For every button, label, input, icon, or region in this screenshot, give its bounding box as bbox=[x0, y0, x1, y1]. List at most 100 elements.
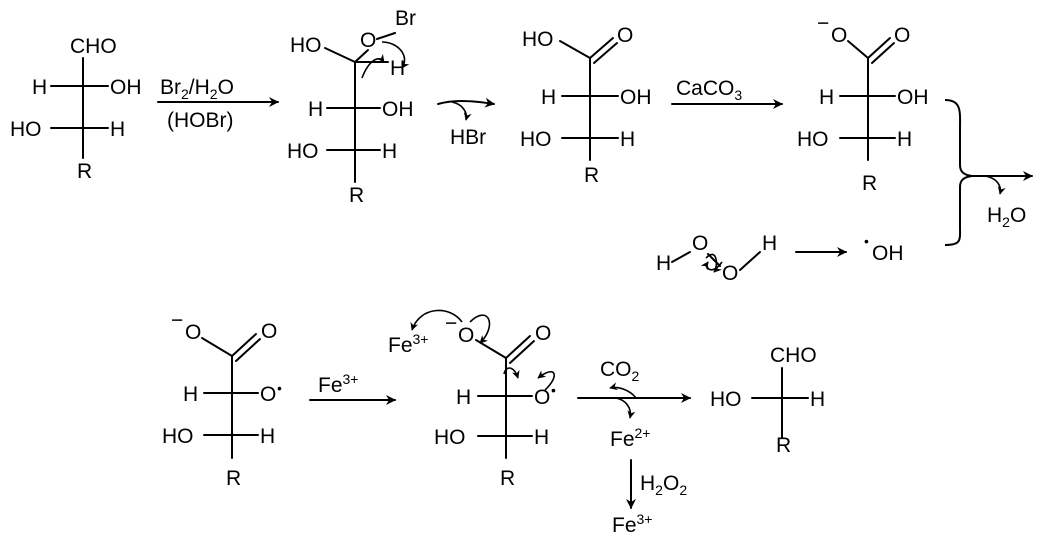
bond-c-o bbox=[589, 37, 614, 59]
hydroxyl-radical-label: OH bbox=[872, 242, 904, 265]
starting-aldose: CHO H OH HO H R bbox=[10, 35, 142, 183]
r-label: R bbox=[500, 467, 515, 490]
bond-o-c bbox=[847, 40, 869, 59]
oh-label: OH bbox=[110, 76, 142, 99]
cho-label: CHO bbox=[70, 35, 117, 58]
h-label-2: H bbox=[620, 128, 635, 151]
curly-arrow bbox=[361, 53, 385, 79]
arrow-bromine-water: Br2/H2O (HOBr) bbox=[157, 76, 279, 132]
h-label-2: H bbox=[260, 425, 275, 448]
h-label-3: H bbox=[382, 140, 397, 163]
h-label: H bbox=[390, 57, 405, 80]
iron-complex-radical: Fe3+ − O O H O • HO H R bbox=[388, 309, 556, 490]
curly-arrow-4 bbox=[537, 370, 555, 391]
minus-sign: − bbox=[817, 12, 829, 35]
co2-label: CO2 bbox=[600, 358, 640, 384]
curly-arrow-3 bbox=[503, 367, 520, 379]
radical-dot: • bbox=[551, 382, 556, 398]
h-label-2: H bbox=[897, 128, 912, 151]
decarboxylation-arrow: CO2 Fe2+ H2O2 Fe3+ bbox=[577, 358, 691, 537]
oh-label: OH bbox=[897, 86, 929, 109]
curly-arrow-2 bbox=[700, 261, 723, 271]
ho-label-2: HO bbox=[520, 128, 552, 151]
bond-c-o bbox=[867, 37, 891, 59]
r-label: R bbox=[776, 434, 791, 457]
h-label: H bbox=[183, 383, 198, 406]
bond-c-o-double bbox=[235, 338, 261, 362]
h2o2-label: H2O2 bbox=[640, 472, 687, 498]
ho-label: HO bbox=[522, 28, 554, 51]
curly-arrow-2 bbox=[381, 41, 410, 69]
br-label: Br bbox=[395, 7, 416, 30]
curly-arrow bbox=[451, 101, 472, 121]
o-label: O bbox=[617, 24, 633, 47]
h-label: H bbox=[541, 86, 556, 109]
bond-c-o-double bbox=[593, 42, 618, 64]
alkoxyl-radical: − O O H O • HO H R bbox=[162, 309, 282, 490]
combine-bracket: H2O bbox=[944, 99, 1033, 246]
curly-arrow bbox=[705, 253, 722, 273]
hbr-label: HBr bbox=[450, 126, 486, 149]
o-label-2: O bbox=[535, 322, 551, 345]
bracket bbox=[944, 99, 973, 246]
shortened-aldose: CHO HO H R bbox=[710, 344, 825, 457]
ho-label: HO bbox=[797, 128, 829, 151]
peroxide-homolysis: H O O H • OH bbox=[656, 232, 904, 285]
o-label: O bbox=[831, 24, 847, 47]
oh-label: OH bbox=[382, 98, 414, 121]
o-label-2: O bbox=[261, 320, 277, 343]
o-label: O bbox=[360, 29, 376, 52]
o-radical-label: O bbox=[260, 383, 276, 406]
r-label: R bbox=[584, 164, 599, 187]
bond-o-br bbox=[376, 32, 396, 40]
o-label: O bbox=[185, 321, 201, 344]
bond-o-c bbox=[475, 339, 507, 359]
ho-label: HO bbox=[434, 426, 466, 449]
curly-arrow-2 bbox=[469, 314, 491, 344]
ho-label-2: HO bbox=[287, 140, 319, 163]
o-label: O bbox=[458, 324, 474, 347]
oh-label: OH bbox=[620, 86, 652, 109]
o-label: O bbox=[692, 232, 708, 255]
h-label-2: H bbox=[110, 118, 125, 141]
h-label: H bbox=[819, 86, 834, 109]
h-label-2: H bbox=[534, 426, 549, 449]
arrow-calcium-carbonate: CaCO3 bbox=[671, 77, 783, 109]
bond-c-o bbox=[231, 333, 257, 357]
curly-arrow bbox=[410, 309, 463, 331]
bond-c-o-double bbox=[871, 42, 895, 64]
ho-label: HO bbox=[10, 118, 42, 141]
bond-h-o bbox=[671, 251, 691, 263]
r-label: R bbox=[226, 467, 241, 490]
cho-label: CHO bbox=[770, 344, 817, 367]
bond-c-o-double bbox=[509, 340, 535, 364]
ho-label: HO bbox=[162, 425, 194, 448]
minus-sign: − bbox=[171, 309, 183, 332]
o-radical-label: O bbox=[534, 386, 550, 409]
aldonate-anion: − O O H OH HO H R bbox=[797, 12, 929, 195]
reagent-label: Fe3+ bbox=[318, 371, 358, 397]
bond-c-o bbox=[505, 335, 531, 359]
h-label: H bbox=[810, 388, 825, 411]
aldonic-acid: HO O H OH HO H R bbox=[520, 24, 652, 187]
radical-dot: • bbox=[864, 233, 869, 249]
bond-c-o bbox=[354, 49, 369, 63]
radical-dot: • bbox=[277, 380, 282, 396]
arrow-iron-iii: Fe3+ bbox=[309, 371, 396, 405]
h-label-2: H bbox=[762, 232, 777, 255]
hbr-elimination: HBr bbox=[437, 97, 495, 149]
water-label: H2O bbox=[987, 204, 1026, 230]
bond-o-c bbox=[201, 337, 233, 357]
h-label: H bbox=[456, 386, 471, 409]
o-label-2: O bbox=[722, 262, 738, 285]
fe2-label: Fe2+ bbox=[610, 425, 650, 451]
bond-ho bbox=[324, 47, 356, 63]
bond-o-o bbox=[707, 253, 721, 267]
reagent-label: CaCO3 bbox=[676, 77, 742, 103]
curly-arrow-2 bbox=[615, 397, 636, 419]
reagent-label-2: (HOBr) bbox=[167, 109, 234, 132]
ho-label: HO bbox=[290, 34, 322, 57]
elimination-arrow bbox=[437, 97, 495, 108]
reagent-label: Br2/H2O bbox=[160, 76, 234, 102]
curly-arrow bbox=[984, 175, 1006, 195]
